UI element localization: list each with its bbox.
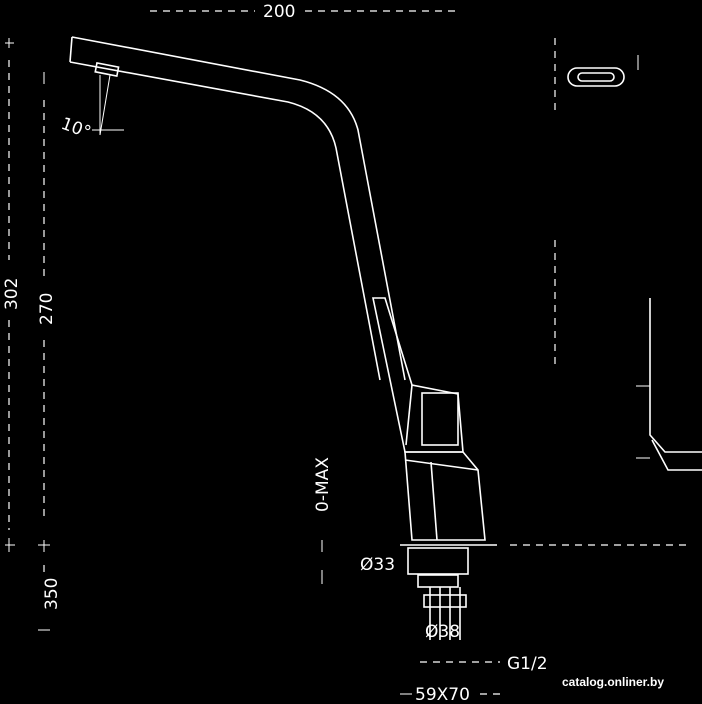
spout-clearance-label: 270 bbox=[37, 293, 57, 325]
faucet-body bbox=[372, 297, 486, 541]
under-counter-label: 350 bbox=[42, 578, 62, 610]
body-diameter-label: Ø38 bbox=[425, 622, 460, 642]
aerator-top-view bbox=[554, 38, 639, 110]
rotation-dimension: 0-MAX bbox=[313, 457, 333, 512]
base-size-label: 59X70 bbox=[415, 685, 470, 704]
faucet-spout bbox=[69, 36, 406, 381]
outlet-angle-label: 10° bbox=[58, 114, 93, 143]
spout-length-dimension: 200 bbox=[150, 2, 455, 22]
height-dimension-lines: 302 270 bbox=[2, 38, 57, 530]
handle-side-view bbox=[554, 240, 702, 471]
mount-hole-label: Ø33 bbox=[360, 555, 395, 575]
outlet-angle-dimension: 10° bbox=[58, 74, 124, 143]
base-size-dimension: 59X70 bbox=[400, 685, 500, 704]
countertop-section: Ø33 bbox=[5, 538, 690, 584]
under-counter-dimension: 350 bbox=[38, 540, 62, 631]
rotation-label: 0-MAX bbox=[313, 457, 333, 512]
total-height-label: 302 bbox=[2, 278, 22, 310]
watermark-text: catalog.onliner.by bbox=[562, 675, 664, 689]
thread-dimension: G1/2 bbox=[420, 654, 548, 674]
spout-length-label: 200 bbox=[263, 2, 295, 22]
supply-connection: Ø38 bbox=[417, 574, 467, 642]
thread-label: G1/2 bbox=[507, 654, 548, 674]
